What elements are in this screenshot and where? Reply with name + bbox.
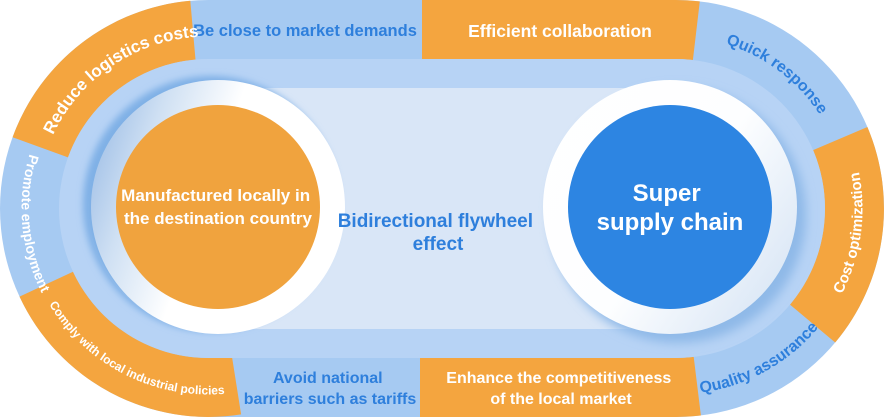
segment-avoid-barriers-label: Avoid national barriers such as tariffs <box>244 370 417 408</box>
segment-comply-policies <box>19 271 242 417</box>
right-circle <box>568 105 772 309</box>
center-label: Bidirectional flywheel effect <box>338 211 539 255</box>
segment-enhance-competitiveness-label: Enhance the competitiveness of the local… <box>446 370 675 408</box>
left-circle-label: Manufactured locally in the destination … <box>121 186 315 228</box>
right-circle-label: Super supply chain <box>597 180 744 236</box>
segment-cost-optimization <box>790 127 884 343</box>
left-circle <box>116 105 320 309</box>
segment-efficient-collaboration-label: Efficient collaboration <box>468 21 652 41</box>
segment-reduce-logistics <box>12 0 196 158</box>
segment-enhance-competitiveness <box>420 356 701 417</box>
segment-efficient-collaboration <box>422 0 700 60</box>
segment-be-close-label: Be close to market demands <box>193 22 417 40</box>
